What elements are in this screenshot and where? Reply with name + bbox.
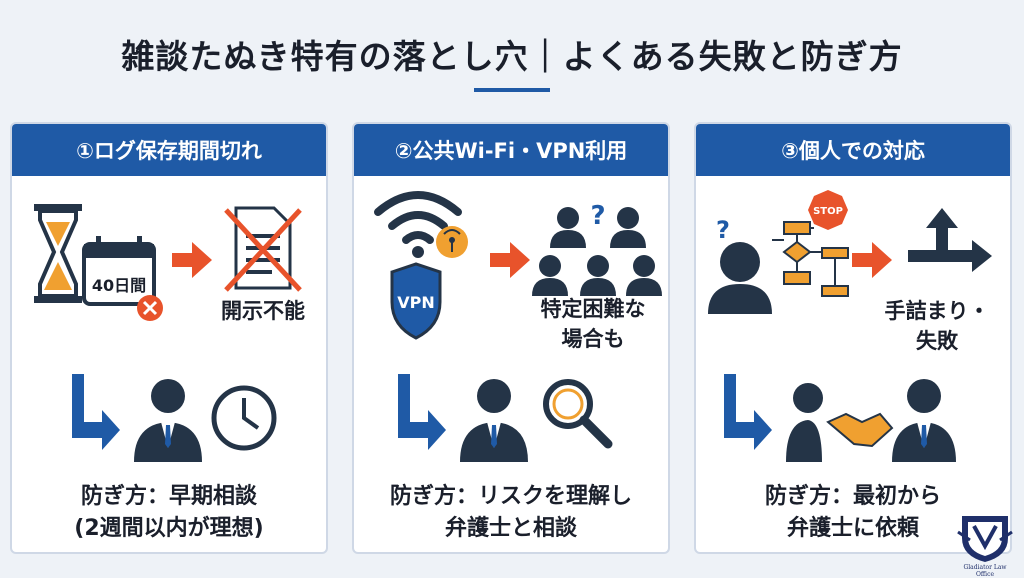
panel-log-retention: ①ログ保存期間切れ 40日間 <box>10 122 328 554</box>
law-office-logo: Gladiator Law Office <box>956 512 1014 578</box>
prevention-line-1: 防ぎ方：リスクを理解し <box>389 484 632 509</box>
page-title: 雑談たぬき特有の落とし穴｜よくある失敗と防ぎ方 <box>121 37 903 76</box>
clock-icon <box>211 385 277 451</box>
question-mark-icon: ? <box>716 216 730 244</box>
hourglass-icon <box>34 204 82 303</box>
person-icon <box>708 242 772 314</box>
panel-header: ②公共Wi-Fi・VPN利用 <box>354 124 668 176</box>
wifi-icon <box>374 191 462 258</box>
panel-illustration: 40日間 <box>12 178 326 488</box>
person-icon <box>786 383 823 462</box>
people-group-icon <box>532 207 662 296</box>
arrow-right-icon <box>852 242 892 278</box>
lawyer-icon <box>892 379 956 462</box>
down-right-arrow-icon <box>398 374 446 450</box>
question-mark-icon: ? <box>590 201 605 231</box>
panel-illustration: ? STOP <box>696 178 1010 488</box>
prevention-line-1: 防ぎ方：早期相談 <box>80 484 257 509</box>
stop-label: STOP <box>813 206 843 217</box>
down-right-arrow-icon <box>72 374 120 450</box>
hotspot-icon <box>436 226 468 258</box>
logo-text: Gladiator Law Office <box>963 564 1007 578</box>
prevention-line-2: 弁護士と相談 <box>444 516 577 541</box>
fork-arrow-icon <box>908 208 992 272</box>
crossed-document-icon <box>224 206 302 292</box>
lawyer-icon <box>134 379 202 462</box>
panel-header: ①ログ保存期間切れ <box>12 124 326 176</box>
panel-public-wifi-vpn: ②公共Wi-Fi・VPN利用 VPN <box>352 122 670 554</box>
prevention-line-1: 防ぎ方：最初から <box>764 484 941 509</box>
prevention-line-2: (2週間以内が理想) <box>74 516 264 541</box>
result-line-1: 手詰まり・ <box>884 299 990 323</box>
down-right-arrow-icon <box>724 374 772 450</box>
result-line-2: 場合も <box>561 327 625 351</box>
calendar-icon <box>82 236 156 306</box>
prevention-line-2: 弁護士に依頼 <box>786 516 919 541</box>
lawyer-icon <box>460 379 528 462</box>
error-icon <box>137 295 163 321</box>
title-underline <box>474 88 550 92</box>
panel-header: ③個人での対応 <box>696 124 1010 176</box>
arrow-right-icon <box>172 242 212 278</box>
panel-illustration: VPN ? <box>354 178 668 488</box>
result-line-1: 特定困難な <box>540 297 646 321</box>
stop-sign-icon <box>808 190 848 230</box>
arrow-right-icon <box>490 242 530 278</box>
result-label: 開示不能 <box>221 299 305 323</box>
vpn-shield-icon <box>390 262 442 340</box>
vpn-label: VPN <box>397 293 435 312</box>
result-line-2: 失敗 <box>916 329 958 353</box>
panel-individual-response: ③個人での対応 ? ST <box>694 122 1012 554</box>
handshake-icon <box>826 412 894 448</box>
calendar-label: 40日間 <box>92 276 146 295</box>
magnifier-icon <box>543 379 613 449</box>
flowchart-icon <box>772 221 849 297</box>
